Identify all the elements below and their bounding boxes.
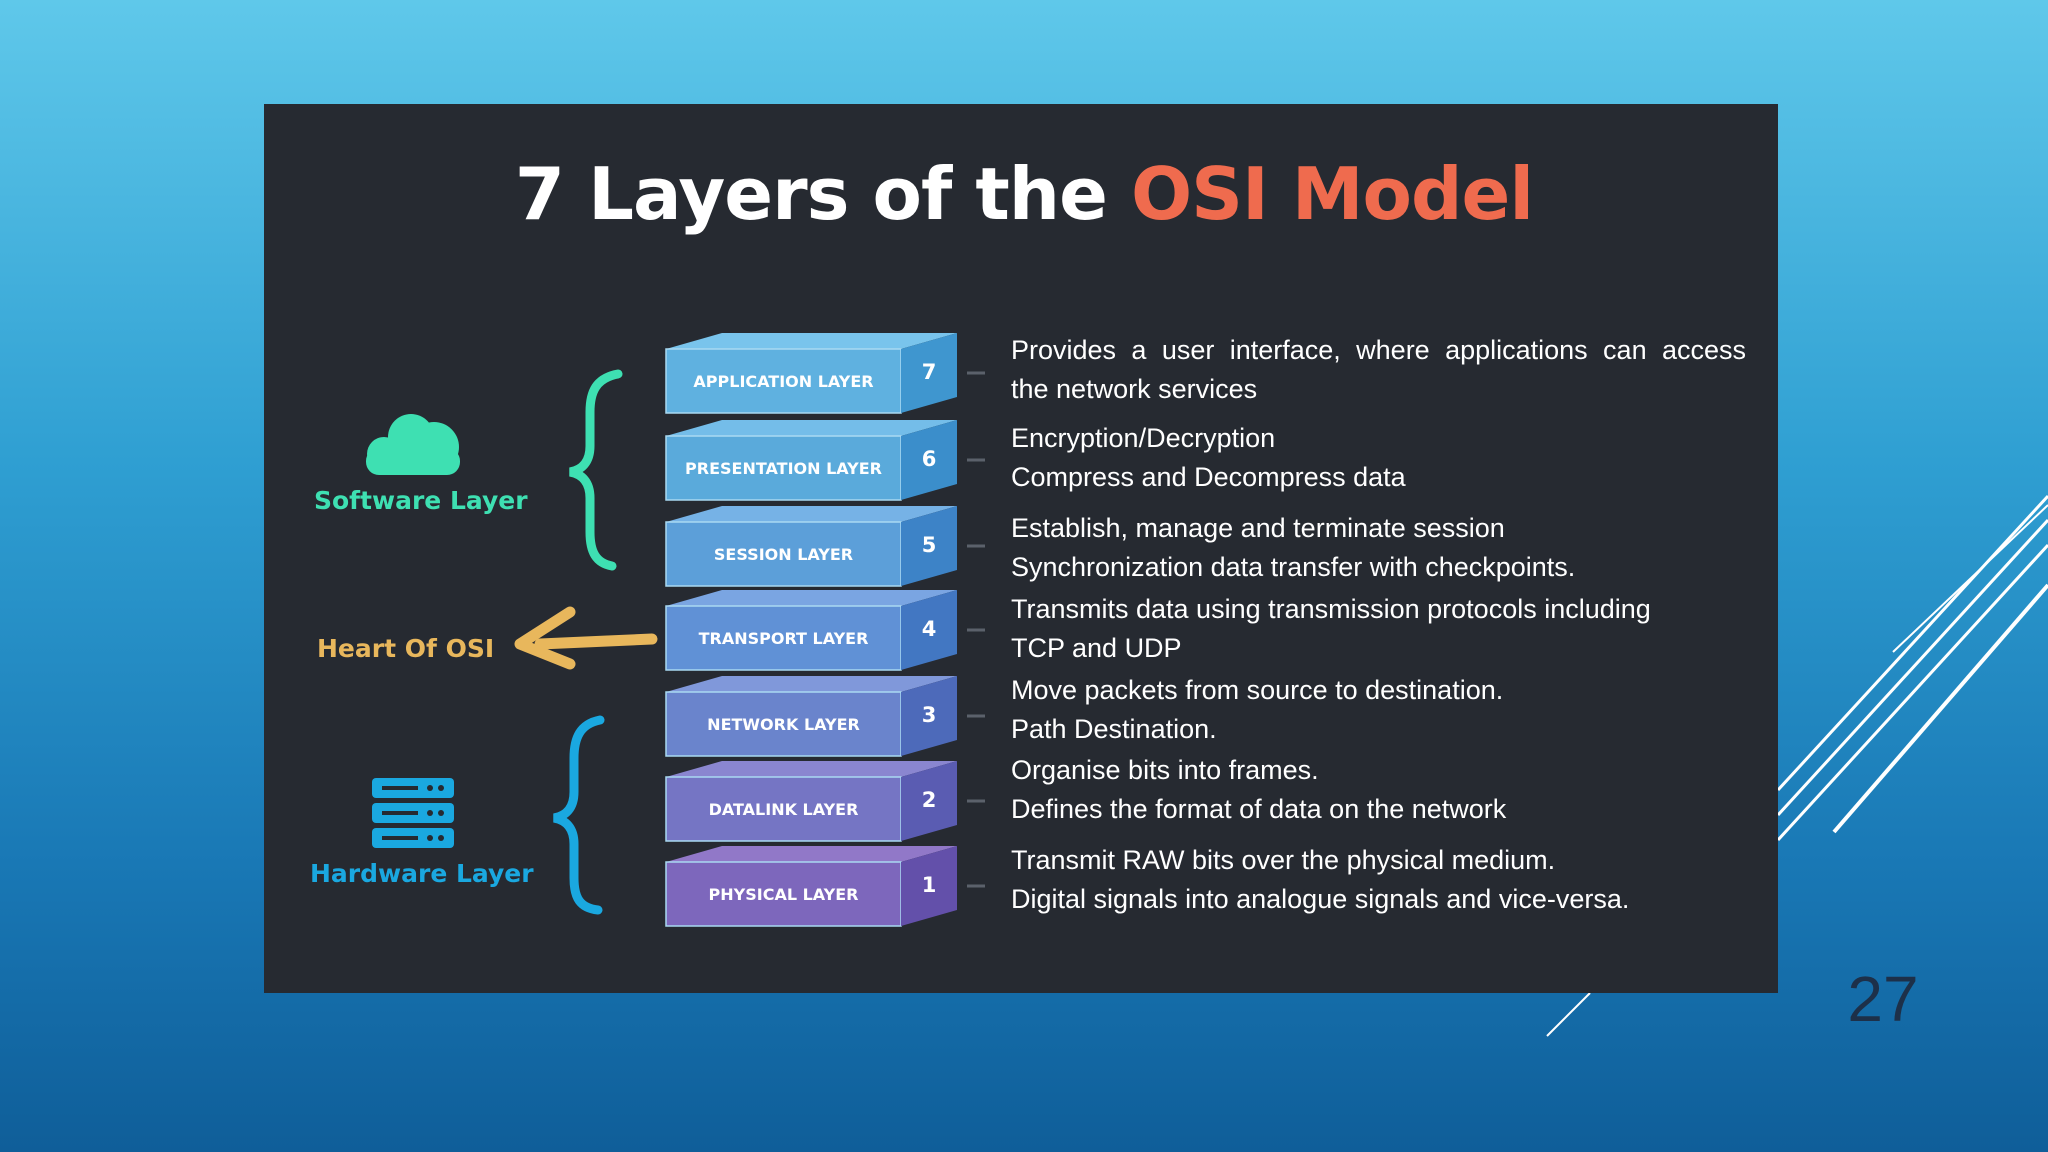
description-line: Path Destination. xyxy=(1011,714,1217,744)
heart-of-osi-label: Heart Of OSI xyxy=(317,634,495,663)
layer-block-top xyxy=(666,761,957,777)
description-line: Defines the format of data on the networ… xyxy=(1011,794,1507,824)
layer-block-7: APPLICATION LAYER 7 xyxy=(665,333,985,414)
layer-block-front xyxy=(665,861,902,927)
slide-panel xyxy=(264,104,1778,993)
layer-number: 7 xyxy=(922,360,937,384)
description-line: Compress and Decompress data xyxy=(1011,462,1406,492)
layer-7-description: Provides a user interface, where applica… xyxy=(1011,331,1746,409)
layer-block-4: TRANSPORT LAYER 4 xyxy=(665,590,985,671)
layer-block-3: NETWORK LAYER 3 xyxy=(665,676,985,757)
layer-name: NETWORK LAYER xyxy=(707,715,860,734)
description-line: Move packets from source to destination. xyxy=(1011,675,1504,705)
layer-block-top xyxy=(666,420,957,436)
layer-4-description: Transmits data using transmission protoc… xyxy=(1011,590,1746,668)
hardware-layer-label: Hardware Layer xyxy=(310,859,534,888)
title-accent-text: OSI Model xyxy=(1130,152,1534,236)
layer-number: 3 xyxy=(922,703,937,727)
layer-number: 2 xyxy=(922,788,937,812)
layer-block-side xyxy=(901,506,957,586)
description-line: Provides a user interface, where applica… xyxy=(1011,335,1746,365)
layer-block-5: SESSION LAYER 5 xyxy=(665,506,985,587)
layer-5-description: Establish, manage and terminate session … xyxy=(1011,509,1746,587)
layer-block-1: PHYSICAL LAYER 1 xyxy=(665,846,985,927)
layer-name: APPLICATION LAYER xyxy=(693,372,873,391)
layer-block-side xyxy=(901,333,957,413)
layer-block-front xyxy=(665,776,902,842)
layer-block-front xyxy=(665,435,902,501)
layer-6-description: Encryption/Decryption Compress and Decom… xyxy=(1011,419,1746,497)
slide-title: 7 Layers of the OSI Model xyxy=(0,158,2048,230)
layer-number: 6 xyxy=(922,447,937,471)
layer-name: PHYSICAL LAYER xyxy=(709,885,859,904)
layer-block-side xyxy=(901,846,957,926)
layer-block-6: PRESENTATION LAYER 6 xyxy=(665,420,985,501)
description-line: Transmits data using transmission protoc… xyxy=(1011,594,1651,624)
hardware-brace-icon xyxy=(552,715,605,915)
layer-block-side xyxy=(901,676,957,756)
layer-block-top xyxy=(666,676,957,692)
layer-name: SESSION LAYER xyxy=(714,545,853,564)
layer-name: PRESENTATION LAYER xyxy=(685,459,882,478)
description-line: Organise bits into frames. xyxy=(1011,755,1319,785)
layer-3-description: Move packets from source to destination.… xyxy=(1011,671,1746,749)
layer-block-2: DATALINK LAYER 2 xyxy=(665,761,985,842)
description-line: Transmit RAW bits over the physical medi… xyxy=(1011,845,1556,875)
layer-number: 1 xyxy=(922,873,937,897)
layer-block-top xyxy=(666,333,957,349)
layer-block-side xyxy=(901,761,957,841)
cloud-icon xyxy=(366,414,460,475)
software-brace-icon xyxy=(568,369,623,571)
description-line: Establish, manage and terminate session xyxy=(1011,513,1505,543)
page-number: 27 xyxy=(1847,963,1919,1035)
description-line: Digital signals into analogue signals an… xyxy=(1011,884,1630,914)
layer-block-side xyxy=(901,420,957,500)
layer-block-front xyxy=(665,521,902,587)
arrow-left-icon xyxy=(514,606,658,670)
layer-2-description: Organise bits into frames. Defines the f… xyxy=(1011,751,1746,829)
description-line: Encryption/Decryption xyxy=(1011,423,1276,453)
description-line: the network services xyxy=(1011,374,1258,404)
layer-block-top xyxy=(666,506,957,522)
layer-block-side xyxy=(901,590,957,670)
software-layer-label: Software Layer xyxy=(314,486,528,515)
layer-name: DATALINK LAYER xyxy=(709,800,859,819)
layer-number: 4 xyxy=(922,617,937,641)
layer-name: TRANSPORT LAYER xyxy=(699,629,869,648)
description-line: Synchronization data transfer with check… xyxy=(1011,552,1576,582)
layer-block-top xyxy=(666,590,957,606)
layer-block-top xyxy=(666,846,957,862)
layer-1-description: Transmit RAW bits over the physical medi… xyxy=(1011,841,1746,919)
server-icon xyxy=(372,778,454,848)
description-line: TCP and UDP xyxy=(1011,633,1182,663)
layer-number: 5 xyxy=(922,533,937,557)
title-text: 7 Layers of the xyxy=(514,152,1131,236)
